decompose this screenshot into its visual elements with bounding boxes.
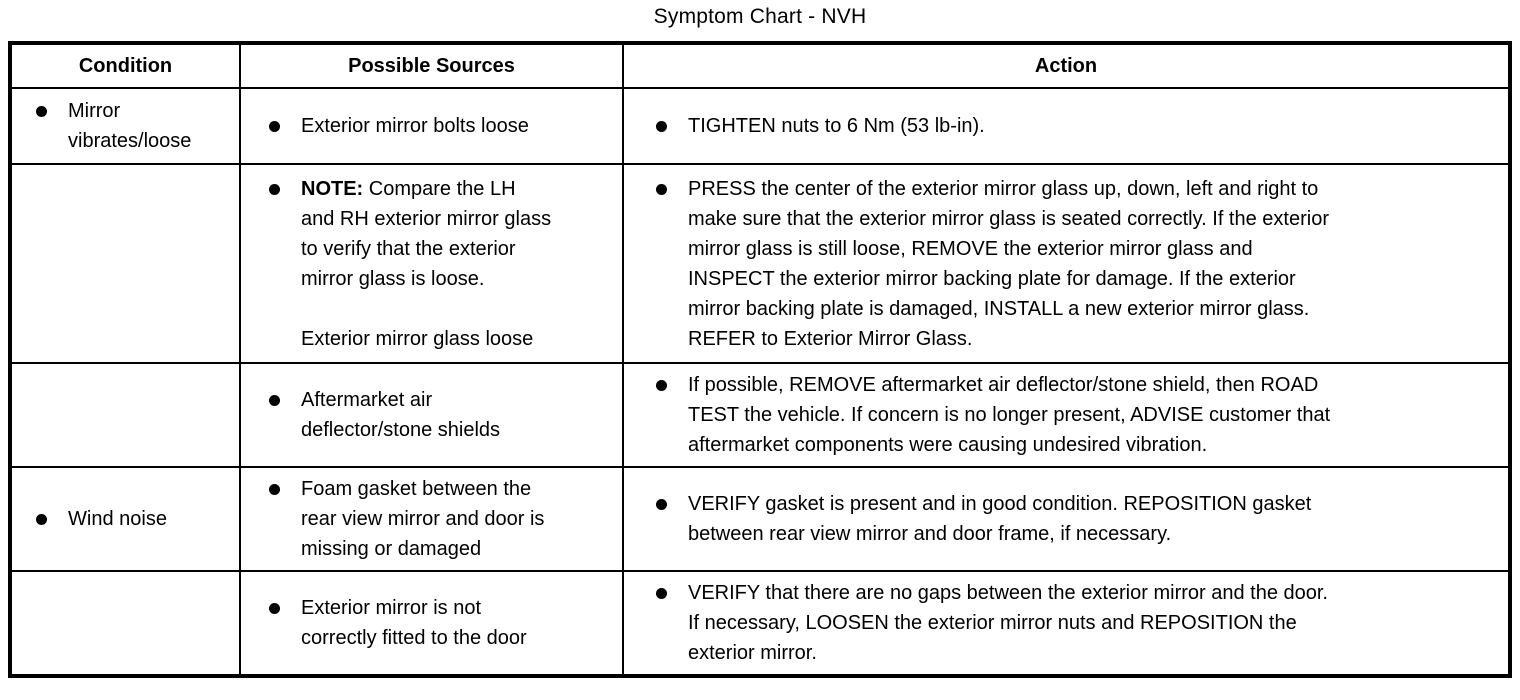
column-header-sources: Possible Sources <box>239 42 624 89</box>
text-line: aftermarket components were causing unde… <box>688 434 1208 456</box>
cell-condition: Mirror vibrates/loose <box>9 87 241 165</box>
cell-condition <box>9 570 241 677</box>
cell-sources: Exterior mirror bolts loose <box>239 87 624 165</box>
cell-sources: NOTE: Compare the LH and RH exterior mir… <box>239 163 624 364</box>
text-line: Foam gasket between the <box>301 478 532 500</box>
text-line: to verify that the exterior <box>301 237 516 260</box>
cell-sources: Aftermarket air deflector/stone shields <box>239 362 624 468</box>
symptom-chart-table: Condition Possible Sources Action Mirror… <box>8 41 1512 678</box>
cell-condition <box>9 163 241 364</box>
text-line: and RH exterior mirror glass <box>301 207 552 230</box>
cell-sources: Foam gasket between the rear view mirror… <box>239 466 624 572</box>
bullet-icon <box>36 514 47 525</box>
text-line: Wind noise <box>68 508 167 530</box>
bullet-item: NOTE: Compare the LH and RH exterior mir… <box>269 174 608 294</box>
text-line: Aftermarket air <box>301 389 433 411</box>
table-row: NOTE: Compare the LH and RH exterior mir… <box>9 163 1511 364</box>
table-header-row: Condition Possible Sources Action <box>9 42 1511 89</box>
text-line: mirror glass is loose. <box>301 267 485 290</box>
cell-condition: Wind noise <box>9 466 241 572</box>
text-line: mirror glass is still loose, REMOVE the … <box>688 237 1253 260</box>
text-line: INSPECT the exterior mirror backing plat… <box>688 267 1296 290</box>
bullet-icon <box>36 106 47 117</box>
text-line: PRESS the center of the exterior mirror … <box>688 177 1319 200</box>
text-line: TEST the vehicle. If concern is no longe… <box>688 404 1331 426</box>
text-line: correctly fitted to the door <box>301 627 527 649</box>
bullet-icon <box>656 499 667 510</box>
bullet-item: VERIFY that there are no gaps between th… <box>656 578 1494 668</box>
text-line: VERIFY gasket is present and in good con… <box>688 493 1312 515</box>
text-line: If necessary, LOOSEN the exterior mirror… <box>688 612 1297 634</box>
cell-action: PRESS the center of the exterior mirror … <box>622 163 1511 364</box>
cell-condition <box>9 362 241 468</box>
bullet-item: Foam gasket between the rear view mirror… <box>269 474 608 564</box>
note-label: NOTE: <box>301 177 364 200</box>
note-text: Compare the LH <box>363 177 516 200</box>
bullet-item: Mirror vibrates/loose <box>36 96 225 156</box>
bullet-item: Exterior mirror is not correctly fitted … <box>269 593 608 653</box>
cell-action: TIGHTEN nuts to 6 Nm (53 lb-in). <box>622 87 1511 165</box>
bullet-item: Exterior mirror bolts loose <box>269 111 608 141</box>
text-line: TIGHTEN nuts to 6 Nm (53 lb-in). <box>688 115 985 137</box>
cell-action: VERIFY gasket is present and in good con… <box>622 466 1511 572</box>
text-line: deflector/stone shields <box>301 419 501 441</box>
text-line: mirror backing plate is damaged, INSTALL… <box>688 297 1310 320</box>
text-line: between rear view mirror and door frame,… <box>688 523 1172 545</box>
bullet-item: PRESS the center of the exterior mirror … <box>656 174 1494 354</box>
bullet-icon <box>656 183 667 195</box>
bullet-icon <box>269 484 280 495</box>
bullet-icon <box>269 603 280 614</box>
bullet-item: If possible, REMOVE aftermarket air defl… <box>656 370 1494 460</box>
bullet-item: VERIFY gasket is present and in good con… <box>656 489 1494 549</box>
text-line: Exterior mirror glass loose <box>301 327 534 350</box>
bullet-item: Aftermarket air deflector/stone shields <box>269 385 608 445</box>
page-title: Symptom Chart - NVH <box>653 5 867 28</box>
text-line: Mirror <box>68 100 121 122</box>
bullet-icon <box>656 588 667 599</box>
text-line: VERIFY that there are no gaps between th… <box>688 582 1328 604</box>
table-row: Mirror vibrates/loose Exterior mirror bo… <box>9 87 1511 165</box>
bullet-icon <box>656 380 667 391</box>
cell-sources: Exterior mirror is not correctly fitted … <box>239 570 624 677</box>
table-row: Aftermarket air deflector/stone shields … <box>9 362 1511 468</box>
text-line: exterior mirror. <box>688 642 817 664</box>
text-line: If possible, REMOVE aftermarket air defl… <box>688 374 1319 396</box>
bullet-icon <box>269 183 280 195</box>
bullet-item: TIGHTEN nuts to 6 Nm (53 lb-in). <box>656 111 1494 141</box>
cell-action: VERIFY that there are no gaps between th… <box>622 570 1511 677</box>
column-header-action: Action <box>622 42 1511 89</box>
text-line: NOTE: Compare the LH <box>301 174 551 204</box>
column-header-condition: Condition <box>9 42 241 89</box>
bullet-icon <box>269 121 280 132</box>
bullet-icon <box>269 395 280 406</box>
text-line: Exterior mirror bolts loose <box>301 115 529 137</box>
text-line: vibrates/loose <box>68 130 192 152</box>
text-line: REFER to Exterior Mirror Glass. <box>688 327 973 350</box>
table-row: Wind noise Foam gasket between the rear … <box>9 466 1511 572</box>
cell-action: If possible, REMOVE aftermarket air defl… <box>622 362 1511 468</box>
bullet-icon <box>656 121 667 132</box>
text-line: make sure that the exterior mirror glass… <box>688 207 1329 230</box>
table-row: Exterior mirror is not correctly fitted … <box>9 570 1511 677</box>
text-line: rear view mirror and door is <box>301 508 545 530</box>
text-line: Exterior mirror is not <box>301 597 482 619</box>
bullet-item: Wind noise <box>36 504 225 534</box>
text-line: missing or damaged <box>301 538 482 560</box>
